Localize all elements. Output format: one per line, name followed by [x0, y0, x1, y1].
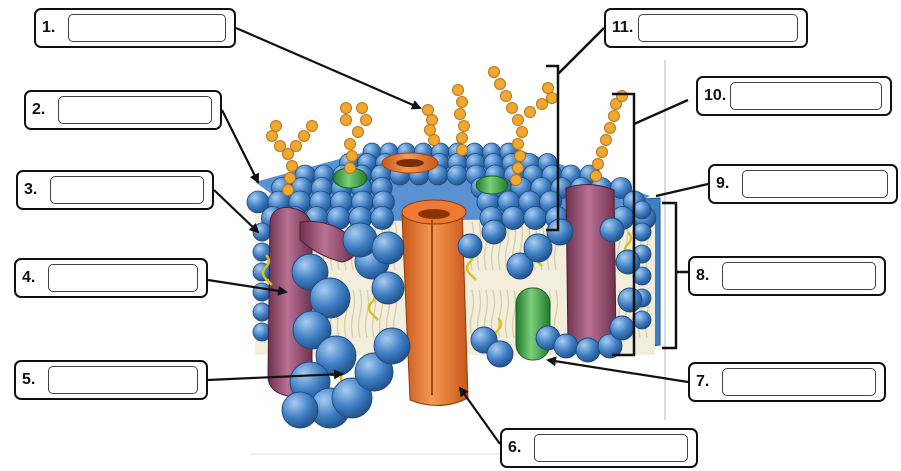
label-box-8: 8. [688, 256, 886, 296]
label-number: 5. [22, 371, 44, 389]
label-number: 9. [716, 175, 738, 193]
arrow-1 [236, 28, 420, 108]
arrow-7 [548, 360, 688, 382]
label-number: 6. [508, 439, 530, 457]
label-number: 4. [22, 269, 44, 287]
answer-field-5[interactable] [48, 366, 198, 394]
answer-field-3[interactable] [50, 176, 204, 204]
integral-protein-right [566, 184, 616, 353]
label-box-5: 5. [14, 360, 208, 400]
channel-protein [402, 200, 468, 406]
answer-field-10[interactable] [730, 82, 882, 110]
label-box-7: 7. [688, 362, 886, 402]
arrow-2 [222, 110, 258, 182]
label-number: 11. [612, 19, 634, 37]
label-box-3: 3. [16, 170, 214, 210]
label-number: 10. [704, 87, 726, 105]
answer-field-2[interactable] [58, 96, 212, 124]
label-number: 1. [42, 19, 64, 37]
answer-field-1[interactable] [68, 14, 226, 42]
label-box-11: 11. [604, 8, 808, 48]
answer-field-11[interactable] [638, 14, 798, 42]
answer-field-7[interactable] [722, 368, 876, 396]
answer-field-4[interactable] [48, 264, 198, 292]
label-number: 7. [696, 373, 718, 391]
label-number: 2. [32, 101, 54, 119]
label-box-6: 6. [500, 428, 698, 468]
answer-field-8[interactable] [722, 262, 876, 290]
label-number: 8. [696, 267, 718, 285]
label-box-4: 4. [14, 258, 208, 298]
bracket-8 [662, 203, 688, 348]
label-box-1: 1. [34, 8, 236, 48]
answer-field-6[interactable] [534, 434, 688, 462]
peripheral-protein-top-2 [476, 176, 508, 194]
arrow-6 [460, 388, 500, 444]
label-box-2: 2. [24, 90, 222, 130]
label-number: 3. [24, 181, 46, 199]
label-box-9: 9. [708, 164, 898, 204]
arrow-9 [656, 184, 708, 196]
answer-field-9[interactable] [742, 170, 888, 198]
label-box-10: 10. [696, 76, 892, 116]
